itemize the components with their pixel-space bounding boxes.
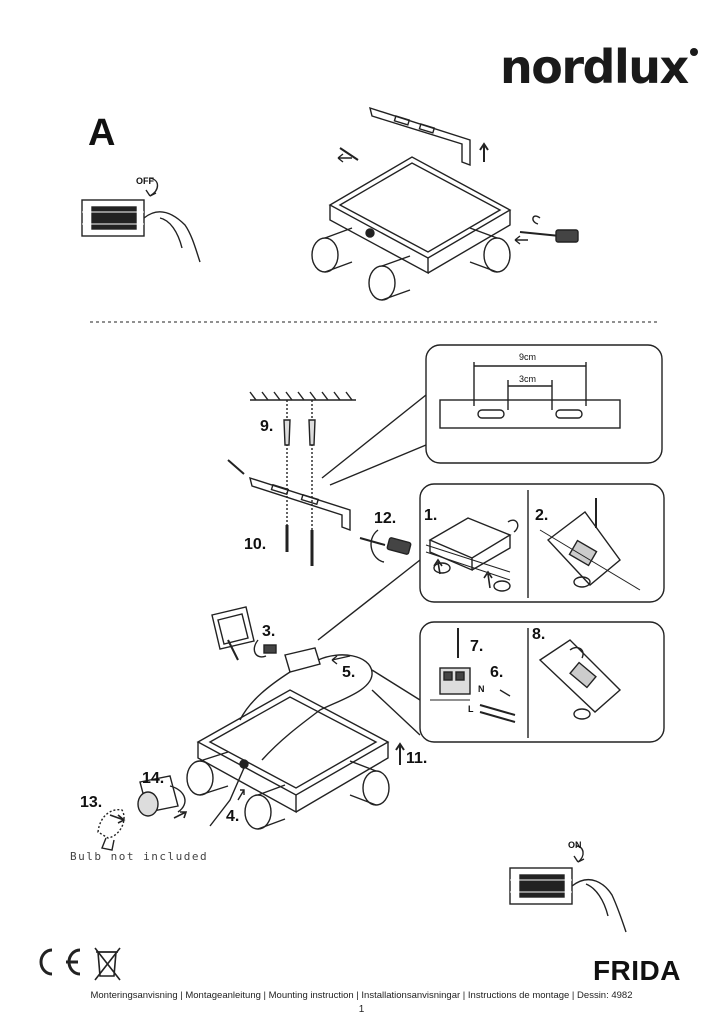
footer-languages: Monteringsanvisning | Montageanleitung |… xyxy=(90,990,633,1001)
junction-box-detail xyxy=(317,483,665,641)
wiring-detail xyxy=(371,621,665,743)
fixture-overview-icon xyxy=(311,106,579,301)
ceiling-anchors-icon xyxy=(249,391,356,566)
bulb-install-icon xyxy=(97,775,188,851)
fixture-install-icon xyxy=(186,689,405,830)
dimension-inner: 3cm xyxy=(519,374,537,384)
weee-bin-icon xyxy=(94,947,121,981)
step-6: 6. xyxy=(490,664,504,681)
fuse-switch-on-icon xyxy=(509,845,627,933)
dimension-outer: 9cm xyxy=(519,352,537,362)
section-a-label: A xyxy=(88,112,116,154)
step-4: 4. xyxy=(226,808,240,825)
ce-mark-icon xyxy=(39,948,81,976)
junction-box-cable-icon xyxy=(239,647,373,761)
step-5: 5. xyxy=(342,664,356,681)
logo-dot-icon xyxy=(689,48,698,56)
step-9: 9. xyxy=(260,418,274,435)
bracket-attach-icon xyxy=(211,606,277,661)
step-7: 7. xyxy=(470,638,484,655)
step-10: 10. xyxy=(244,536,267,553)
step-12: 12. xyxy=(374,510,397,527)
product-name: FRIDA xyxy=(592,955,681,986)
mounting-bracket-icon xyxy=(227,459,412,563)
step-2: 2. xyxy=(535,507,549,524)
step-13: 13. xyxy=(80,794,103,811)
off-label: OFF xyxy=(136,176,154,186)
bulb-not-included-note: Bulb not included xyxy=(70,850,209,863)
bracket-dimension-detail xyxy=(321,344,663,486)
page-number: 1 xyxy=(358,1004,365,1015)
brand-logo: nordlux xyxy=(500,40,698,94)
on-label: ON xyxy=(568,840,582,850)
step-14: 14. xyxy=(142,770,165,787)
step-8: 8. xyxy=(532,626,546,643)
step-1: 1. xyxy=(424,507,438,524)
step-3: 3. xyxy=(262,623,276,640)
step-11: 11. xyxy=(406,750,428,767)
wire-l-label: L xyxy=(468,704,474,714)
wire-n-label: N xyxy=(478,684,485,694)
fuse-switch-off-icon xyxy=(81,177,201,263)
brand-logo-text: nordlux xyxy=(500,40,689,94)
